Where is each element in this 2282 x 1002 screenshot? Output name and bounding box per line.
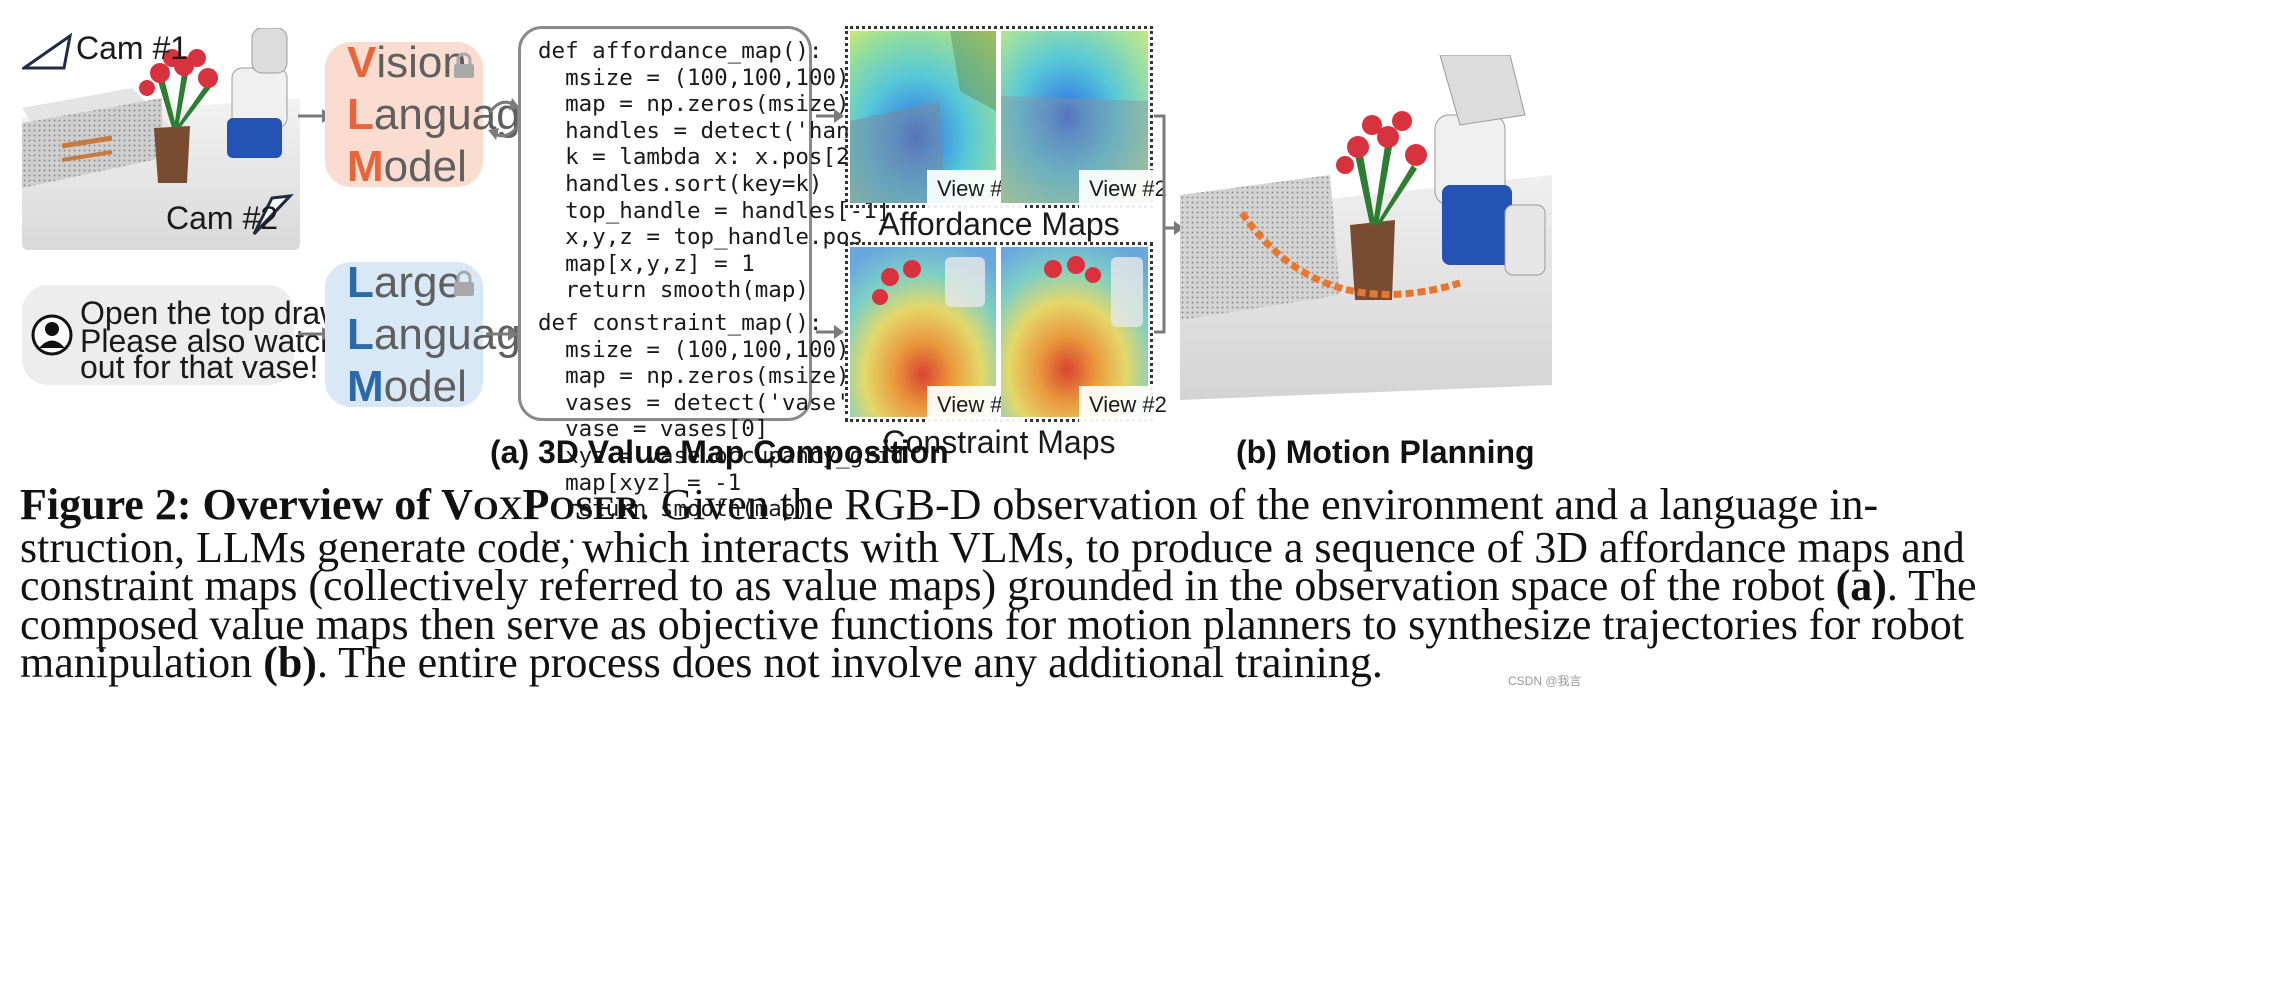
caption-ref-b: (b) — [263, 638, 317, 687]
scene-illustration — [22, 28, 300, 250]
caption-voxposer-p: P — [522, 480, 550, 529]
code-line-1: def affordance_map(): — [538, 38, 823, 64]
motion-planning-illustration — [1180, 55, 1552, 400]
arrow-code-to-constraint — [816, 325, 844, 339]
instruction-line-3: out for that vase! — [80, 349, 319, 385]
llm-initial-m: M — [347, 361, 384, 411]
code-line-9: map[x,y,z] = 1 — [538, 250, 755, 277]
caption-line-1-rest: . Given the RGB-D observation of the env… — [639, 480, 1879, 529]
caption-figure-label: Figure 2: Overview of V — [20, 480, 473, 529]
code-line-13: map = np.zeros(msize) — [538, 363, 850, 390]
caption-line-4: composed value maps then serve as object… — [20, 599, 1964, 649]
constraint-view2-label: View #2 — [1079, 386, 1177, 424]
llm-lock-icon — [454, 270, 474, 296]
vlm-lock-icon — [454, 52, 474, 78]
code-line-17: map[xyz] = -1 — [538, 469, 742, 496]
code-line-14: vases = detect('vase') — [538, 389, 864, 416]
caption-line-1: Figure 2: Overview of VOXPOSER. Given th… — [20, 483, 1878, 529]
code-line-18: return smooth(map) — [538, 496, 809, 523]
caption-line-5-pre: manipulation — [20, 638, 264, 687]
llm-initial-l: L — [347, 257, 374, 307]
arrow-llm-to-code — [486, 327, 518, 341]
camera2-icon — [252, 194, 294, 236]
code-panel — [518, 26, 812, 421]
code-line-15: vase = vases[0] — [538, 416, 769, 443]
caption-line-3: constraint maps (collectively referred t… — [20, 564, 1977, 608]
code-line-6: handles.sort(key=k) — [538, 170, 823, 197]
caption-line-5: manipulation (b). The entire process doe… — [20, 641, 1550, 685]
instruction-line-2: Please also watch — [80, 323, 338, 359]
caption-line-3-post: . The — [1886, 561, 1977, 610]
code-line-3: map = np.zeros(msize) — [538, 91, 850, 118]
llm-word-rest-1: arge — [373, 257, 462, 307]
llm-word-rest-3: odel — [383, 361, 467, 411]
affordance-view2-label: View #2 — [1079, 170, 1177, 208]
llm-initial-l2: L — [347, 309, 374, 359]
camera1-icon — [22, 32, 73, 70]
scene-point-cloud — [22, 28, 300, 250]
cam2-label: Cam #2 — [166, 200, 279, 236]
vlm-word-rest-3: odel — [383, 141, 467, 191]
code-line-2: msize = (100,100,100) — [538, 64, 850, 91]
cam1-label: Cam #1 — [76, 30, 189, 66]
code-line-7: top_handle = handles[-1] — [538, 197, 891, 224]
code-line-12: msize = (100,100,100) — [538, 336, 850, 363]
motion-planning-scene — [1180, 55, 1552, 405]
vision-language-model-box: Vision Language Model — [325, 38, 545, 191]
caption-line-5-post: . The entire process does not involve an… — [316, 638, 1383, 687]
figure-caption: Figure 2: Overview of VOXPOSER. Given th… — [20, 483, 1977, 685]
code-line-11: def constraint_map(): — [538, 309, 823, 336]
caption-voxposer-sc2: OSER — [549, 491, 640, 527]
vlm-word-rest-2: anguage — [373, 89, 546, 139]
subcaption-a: (a) 3D Value Map Composition — [490, 434, 949, 470]
affordance-maps-title: Affordance Maps — [878, 206, 1120, 242]
vlm-initial-m: M — [347, 141, 384, 191]
code-line-10: return smooth(map) — [538, 277, 809, 304]
subcaption-b: (b) Motion Planning — [1236, 434, 1535, 470]
code-line-5: k = lambda x: x.pos[2] — [538, 144, 864, 171]
code-line-19: ... — [538, 522, 579, 549]
caption-voxposer-sc1: OX — [472, 491, 523, 527]
caption-ref-a: (a) — [1835, 561, 1887, 610]
constraint-maps-title: Constraint Maps — [882, 424, 1116, 460]
user-avatar-icon — [31, 314, 73, 356]
watermark: CSDN @我言 — [1508, 674, 1582, 688]
affordance-view1-heatmap — [850, 31, 996, 203]
cycle-arrows-icon — [488, 98, 520, 140]
code-line-8: x,y,z = top_handle.pos — [538, 224, 864, 251]
affordance-view1-map — [850, 31, 996, 203]
arrow-code-to-affordance — [816, 109, 844, 123]
code-line-16: xyz = vase.occupancy_grid — [538, 442, 904, 469]
vlm-initial-l: L — [347, 89, 374, 139]
caption-line-3-pre: constraint maps (collectively referred t… — [20, 561, 1836, 610]
vlm-word-rest-1: ision — [376, 37, 467, 87]
merge-arrow — [1154, 114, 1184, 334]
vlm-initial-v: V — [347, 37, 377, 87]
